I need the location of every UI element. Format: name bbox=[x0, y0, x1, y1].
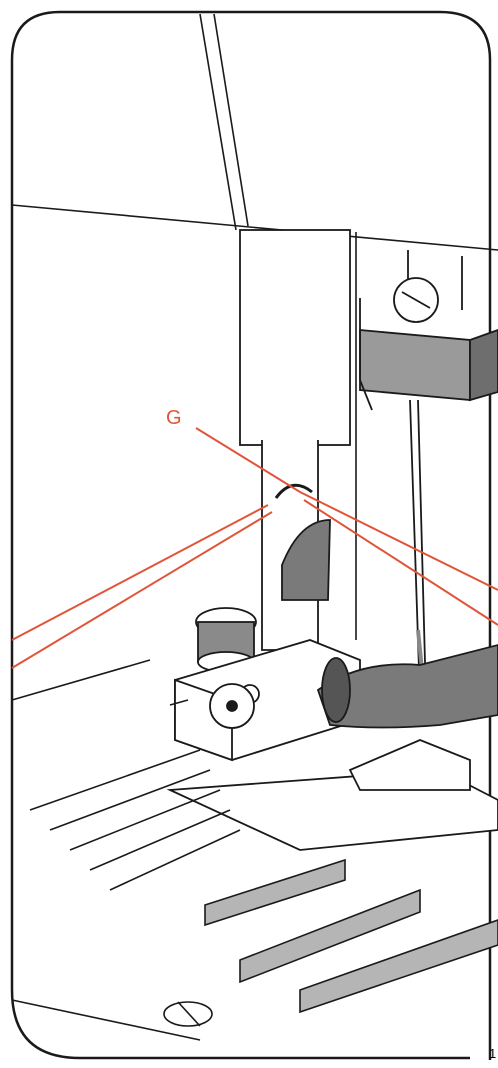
thread-guide-label: G bbox=[166, 407, 182, 429]
feed-dog-right bbox=[299, 919, 498, 1014]
page-number: 1 bbox=[489, 1046, 497, 1061]
threads bbox=[11, 427, 498, 669]
thread-guide-hook bbox=[274, 483, 313, 499]
machine-head bbox=[11, 13, 498, 640]
feed-dog-middle bbox=[239, 888, 421, 984]
release-lever-icon bbox=[321, 657, 351, 723]
panel-frame bbox=[10, 10, 492, 1060]
presser-foot bbox=[166, 519, 498, 851]
panel-frame-left bbox=[10, 60, 470, 1060]
needle-clamp bbox=[359, 250, 498, 701]
needle-plate bbox=[11, 659, 498, 1041]
feed-dog-left bbox=[204, 858, 346, 927]
